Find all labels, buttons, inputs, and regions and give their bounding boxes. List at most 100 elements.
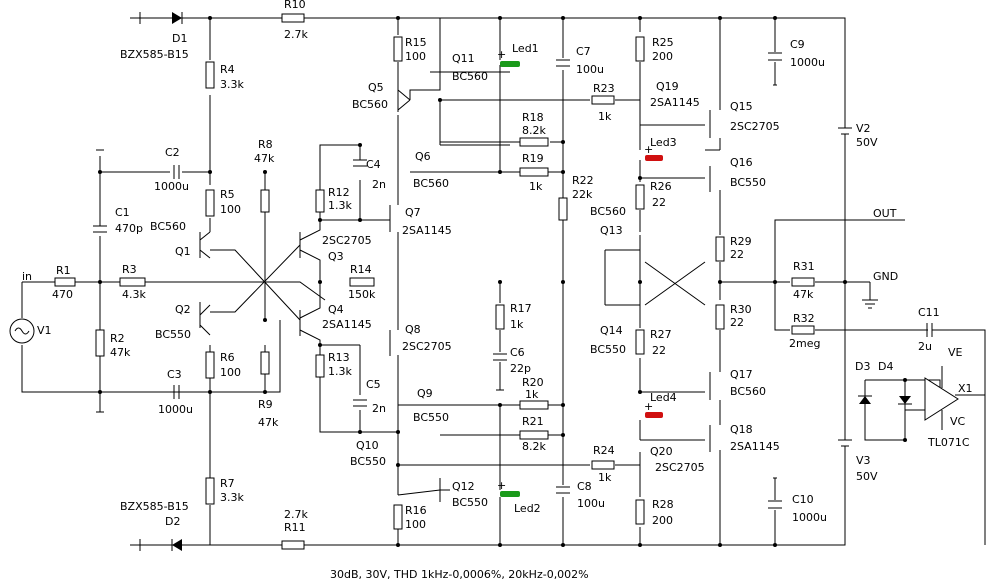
led3-icon <box>645 155 663 161</box>
r32-ref: R32 <box>793 312 815 325</box>
r12-ref: R12 <box>328 186 350 199</box>
resistor-r13 <box>315 354 325 378</box>
diode-d4 <box>898 396 912 405</box>
r5-ref: R5 <box>220 188 235 201</box>
r23-value: 1k <box>598 110 612 123</box>
r27-ref: R27 <box>650 328 672 341</box>
q15-value: 2SC2705 <box>730 120 780 133</box>
net-in: in <box>22 270 32 283</box>
r5-value: 100 <box>220 203 241 216</box>
q4-ref: Q4 <box>328 303 344 316</box>
q15-ref: Q15 <box>730 100 753 113</box>
r14-ref: R14 <box>350 263 372 276</box>
capacitor-c5 <box>353 399 367 407</box>
r21-ref: R21 <box>522 415 544 428</box>
resistor-r5 <box>205 189 215 217</box>
r24-ref: R24 <box>593 444 615 457</box>
resistor-r12 <box>315 189 325 213</box>
r17-value: 1k <box>510 318 524 331</box>
r9-value: 47k <box>258 416 279 429</box>
capacitor-c1 <box>93 225 107 233</box>
led3-polarity: + <box>644 143 653 156</box>
r19-ref: R19 <box>522 152 544 165</box>
q13-value: BC560 <box>590 205 626 218</box>
resistor-r27 <box>635 329 645 355</box>
q8-value: 2SC2705 <box>402 340 452 353</box>
led4-icon <box>645 412 663 418</box>
led4-ref: Led4 <box>650 391 677 404</box>
r4-ref: R4 <box>220 63 235 76</box>
resistor-r11 <box>281 540 305 550</box>
q9-value: BC550 <box>413 411 449 424</box>
r4-value: 3.3k <box>220 78 244 91</box>
q18-ref: Q18 <box>730 423 753 436</box>
r1-value: 470 <box>52 288 73 301</box>
r19-value: 1k <box>529 180 543 193</box>
opamp-x1 <box>924 366 959 430</box>
q10-ref: Q10 <box>356 439 379 452</box>
resistor-r1 <box>54 277 76 287</box>
r15-ref: R15 <box>405 36 427 49</box>
d1-value: BZX585-B15 <box>120 48 189 61</box>
d2-value: BZX585-B15 <box>120 500 189 513</box>
c7-value: 100u <box>576 63 604 76</box>
d4-ref: D4 <box>878 360 893 373</box>
r16-value: 100 <box>405 518 426 531</box>
c3-value: 1000u <box>158 403 193 416</box>
r7-value: 3.3k <box>220 491 244 504</box>
q14-ref: Q14 <box>600 324 623 337</box>
r18-ref: R18 <box>522 111 544 124</box>
c11-value: 2u <box>918 340 932 353</box>
resistor-r28 <box>635 499 645 525</box>
r26-ref: R26 <box>650 180 672 193</box>
junction-dots <box>98 16 907 547</box>
transistors <box>199 60 711 502</box>
battery-v2 <box>838 127 852 148</box>
r27-value: 22 <box>652 344 666 357</box>
net-out: OUT <box>873 207 897 220</box>
v2-ref: V2 <box>856 122 871 135</box>
resistor-r24 <box>591 460 615 470</box>
led2-polarity: + <box>497 479 506 492</box>
capacitor-c3 <box>173 385 180 399</box>
resistor-r3 <box>119 277 146 287</box>
c10-value: 1000u <box>792 511 827 524</box>
c11-ref: C11 <box>918 306 940 319</box>
resistor-r8 <box>260 189 270 213</box>
q1-value: BC560 <box>150 220 186 233</box>
resistor-r25 <box>635 36 645 62</box>
capacitor-c9 <box>768 52 782 61</box>
r17-ref: R17 <box>510 302 532 315</box>
c9-value: 1000u <box>790 56 825 69</box>
zener-d1 <box>130 12 183 24</box>
r25-value: 200 <box>652 50 673 63</box>
r10-ref: R10 <box>284 0 306 11</box>
resistor-r4 <box>205 61 215 89</box>
c8-ref: C8 <box>577 480 592 493</box>
q19-value: 2SA1145 <box>650 96 700 109</box>
q11-ref: Q11 <box>452 52 475 65</box>
resistor-r16 <box>393 504 403 530</box>
capacitor-c7 <box>556 59 570 67</box>
r3-value: 4.3k <box>122 288 146 301</box>
resistor-r9 <box>260 351 270 375</box>
x1-value: TL071C <box>927 436 970 449</box>
r20-ref: R20 <box>522 376 544 389</box>
diode-d3 <box>858 395 872 404</box>
led3-ref: Led3 <box>650 136 677 149</box>
r21-value: 8.2k <box>522 440 546 453</box>
capacitor-c4 <box>353 159 367 167</box>
c4-ref: C4 <box>366 158 381 171</box>
v3-value: 50V <box>856 470 878 483</box>
r9-ref: R9 <box>258 398 273 411</box>
q17-value: BC560 <box>730 385 766 398</box>
q7-ref: Q7 <box>405 206 421 219</box>
q7-value: 2SA1145 <box>402 224 452 237</box>
c7-ref: C7 <box>576 45 591 58</box>
resistor-r18 <box>519 137 549 147</box>
c8-value: 100u <box>577 497 605 510</box>
c2-ref: C2 <box>165 146 180 159</box>
r1-ref: R1 <box>56 264 71 277</box>
q5-ref: Q5 <box>368 81 384 94</box>
